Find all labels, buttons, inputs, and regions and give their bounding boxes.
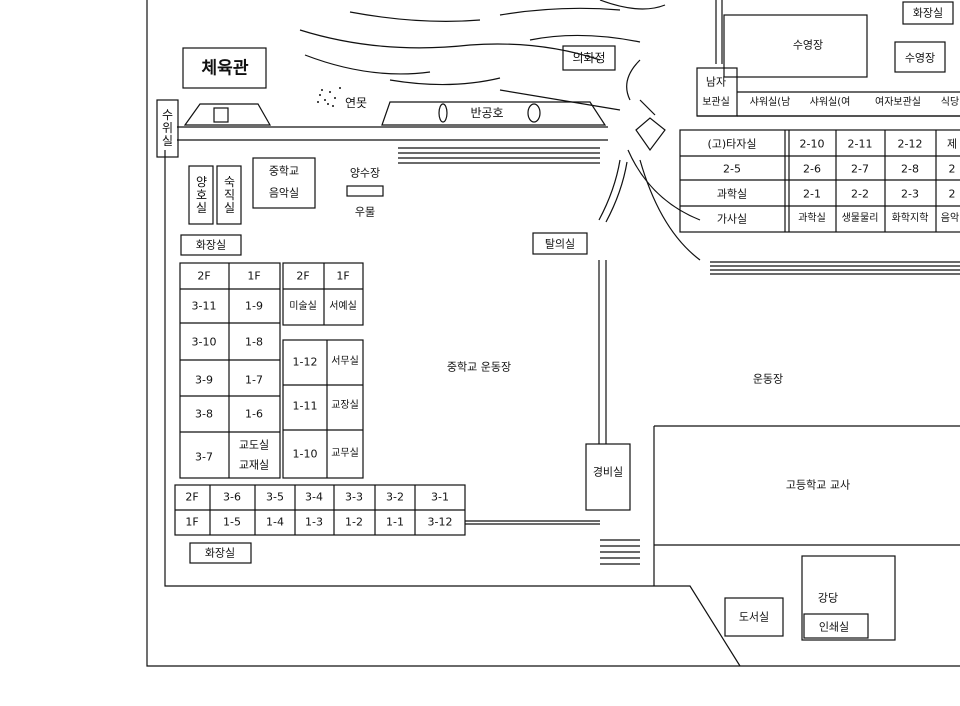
right-block-cell: 2-5 xyxy=(723,162,741,176)
bottom-block-cell: 3-2 xyxy=(386,490,404,504)
mid-block-cell: 1-12 xyxy=(292,355,318,369)
bottom-block-cell: 3-1 xyxy=(431,490,449,504)
bottom-block-cell: 1-3 xyxy=(305,515,323,529)
right-block-cell: 2-12 xyxy=(897,137,923,151)
left-block-cell: 교도실 xyxy=(238,438,270,452)
left-block-header-1f: 1F xyxy=(247,269,261,283)
inner-boundary xyxy=(164,150,741,667)
left-block-cell: 1-9 xyxy=(245,299,263,313)
hs-building-label: 고등학교 교사 xyxy=(785,478,851,492)
right-block-cell: 제 xyxy=(946,137,958,151)
bottom-block-cell: 3-4 xyxy=(305,490,323,504)
left-block-cell: 3-7 xyxy=(195,450,213,464)
shower-female-label: 샤워실(여 xyxy=(809,97,851,108)
bottom-block-cell: 1-2 xyxy=(345,515,363,529)
right-block-cell: 2-7 xyxy=(851,162,869,176)
ms-music-room-label-2: 음악실 xyxy=(268,186,300,200)
night-duty-room-label: 숙직실 xyxy=(222,175,236,215)
mid-block-cell: 교장실 xyxy=(331,400,359,411)
right-block-cell: 음악 xyxy=(940,213,960,224)
gym-box xyxy=(182,47,267,89)
right-block-cell: 2-10 xyxy=(799,137,825,151)
library-label: 도서실 xyxy=(738,610,770,624)
right-block-cell: 과학실 xyxy=(716,187,748,201)
bottom-block-cell: 3-3 xyxy=(345,490,363,504)
left-block-cell: 3-10 xyxy=(191,335,217,349)
reflection-pavilion-label: 의화정 xyxy=(572,51,606,65)
right-block-cell: 2 xyxy=(948,187,956,201)
female-locker-label: 여자보관실 xyxy=(875,97,921,108)
left-block-cell: 1-8 xyxy=(245,335,263,349)
guard-post-label: 수위실 xyxy=(160,108,174,148)
left-block-cell: 1-6 xyxy=(245,407,263,421)
right-block-cell: 과학실 xyxy=(798,213,826,224)
mid-block-header-1f: 1F xyxy=(336,269,350,283)
right-block-cell: 2-3 xyxy=(901,187,919,201)
male-locker-label-1: 남자 xyxy=(705,75,727,89)
bottom-block-cell: 2F xyxy=(185,490,199,504)
ms-playground-label: 중학교 운동장 xyxy=(446,360,512,374)
mid-block-cell: 미술실 xyxy=(289,301,317,312)
right-block-cell: 2-8 xyxy=(901,162,919,176)
right-block-cell: (고)타자실 xyxy=(707,137,757,151)
mid-block-header-2f: 2F xyxy=(296,269,310,283)
right-block-cell: 가사실 xyxy=(716,212,748,226)
banyan-pond-label: 반공호 xyxy=(470,106,504,120)
left-block-cell: 3-11 xyxy=(191,299,217,313)
right-block-cell: 2-1 xyxy=(803,187,821,201)
water-tower-label: 양수장 xyxy=(349,166,381,180)
mid-block-cell: 서무실 xyxy=(331,356,359,367)
bottom-block-cell: 1-4 xyxy=(266,515,284,529)
outer-boundary xyxy=(146,0,960,667)
right-block-cell: 생물물리 xyxy=(841,213,879,224)
pool-restroom-label: 화장실 xyxy=(912,6,944,20)
right-block-cell: 2-2 xyxy=(851,187,869,201)
mid-block-cell: 1-11 xyxy=(292,399,318,413)
right-block-cell: 2-11 xyxy=(847,137,873,151)
left-block-cell: 3-8 xyxy=(195,407,213,421)
mid-block-cell: 서예실 xyxy=(329,301,357,312)
security-room-label: 경비실 xyxy=(592,465,624,479)
tal-room-label: 탈의실 xyxy=(544,237,576,251)
right-block-cell: 2 xyxy=(948,162,956,176)
nurse-room-label: 양호실 xyxy=(194,175,208,215)
auditorium-label: 강당 xyxy=(817,591,839,605)
swimming-pool-main-label: 수영장 xyxy=(792,38,824,52)
playground-label: 운동장 xyxy=(752,372,784,386)
bottom-block-cell: 3-6 xyxy=(223,490,241,504)
gym-label: 체육관 xyxy=(201,58,249,79)
bottom-block-cell: 3-5 xyxy=(266,490,284,504)
shower-male-label: 샤워실(남 xyxy=(749,97,791,108)
mid-block-cell: 교무실 xyxy=(331,448,359,459)
well-label: 우물 xyxy=(354,205,376,219)
left-block-header-2f: 2F xyxy=(197,269,211,283)
bottom-block-cell: 1-5 xyxy=(223,515,241,529)
left-block-cell: 1-7 xyxy=(245,373,263,387)
swimming-pool-small-label: 수영장 xyxy=(904,51,936,65)
print-room-label: 인쇄실 xyxy=(818,620,850,634)
ms-music-room-label-1: 중학교 xyxy=(268,164,300,178)
pond-label: 연못 xyxy=(344,96,368,110)
bottom-block-cell: 1-1 xyxy=(386,515,404,529)
mid-block-cell: 1-10 xyxy=(292,447,318,461)
male-locker-label-2: 보관실 xyxy=(702,97,730,108)
cafeteria-label: 식당 xyxy=(940,97,960,108)
left-block-cell: 교재실 xyxy=(238,458,270,472)
right-block-cell: 2-6 xyxy=(803,162,821,176)
left-block-cell: 3-9 xyxy=(195,373,213,387)
restroom-bottom-label: 화장실 xyxy=(204,546,236,560)
bottom-block-cell: 3-12 xyxy=(427,515,453,529)
restroom-top-label: 화장실 xyxy=(195,238,227,252)
right-block-cell: 화학지학 xyxy=(891,213,929,224)
bottom-block-cell: 1F xyxy=(185,515,199,529)
